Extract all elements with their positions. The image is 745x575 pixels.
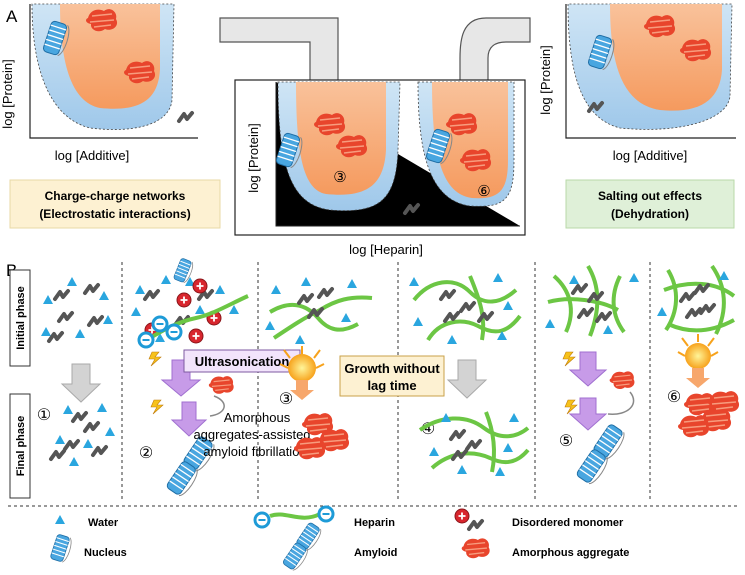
right-phase-plot: log [Protein] log [Additive] bbox=[538, 3, 736, 163]
initial-phase-label: Initial phase bbox=[9, 269, 31, 367]
charge-networks-box: Charge-charge networks (Electrostatic in… bbox=[9, 179, 221, 229]
legend-water-label: Water bbox=[88, 517, 119, 529]
condition-2-marker: ② bbox=[139, 445, 153, 462]
left-phase-plot: log [Protein] log [Additive] bbox=[0, 3, 198, 163]
right-plot-ylabel: log [Protein] bbox=[538, 45, 553, 114]
panel-a-letter: A bbox=[6, 7, 18, 26]
condition-1-marker: ① bbox=[37, 407, 51, 424]
center-marker-1: ① bbox=[281, 209, 294, 226]
condition-6-marker: ⑥ bbox=[667, 389, 681, 406]
charge-networks-line2: (Electrostatic interactions) bbox=[39, 207, 190, 221]
salting-out-line2: (Dehydration) bbox=[611, 207, 689, 221]
condition-1-column: ① bbox=[37, 277, 115, 466]
condition-5-column: ⑤ bbox=[545, 264, 639, 487]
ultrasonication-label: Ultrasonication bbox=[183, 349, 301, 373]
charge-networks-line1: Charge-charge networks bbox=[45, 189, 186, 203]
legend-nucleus-label: Nucleus bbox=[84, 547, 127, 559]
center-phase-plot: log [Protein] log [Heparin] ① ② ③ ④ ⑤ ⑥ bbox=[234, 79, 526, 257]
left-plot-xlabel: log [Additive] bbox=[55, 148, 129, 163]
condition-5-marker: ⑤ bbox=[559, 433, 573, 450]
center-marker-5: ⑤ bbox=[435, 196, 448, 213]
center-marker-2: ② bbox=[283, 184, 296, 201]
growth-label: Growth without lag time bbox=[339, 355, 445, 397]
condition-3-marker: ③ bbox=[279, 391, 293, 408]
legend-amyloid-label: Amyloid bbox=[354, 547, 397, 559]
center-marker-6: ⑥ bbox=[477, 183, 490, 200]
legend-aggregate-label: Amorphous aggregate bbox=[512, 547, 629, 559]
center-plot-xlabel: log [Heparin] bbox=[349, 242, 423, 257]
initial-phase-text: Initial phase bbox=[15, 286, 27, 350]
legend: Water Nucleus Heparin Amyloid Disordered… bbox=[49, 505, 629, 573]
condition-2-column: ② bbox=[131, 257, 249, 499]
left-plot-ylabel: log [Protein] bbox=[0, 59, 15, 128]
condition-3-column: ③ bbox=[265, 277, 373, 461]
assist-line1: Amorphous bbox=[224, 410, 291, 425]
assist-line3: amyloid fibrillation bbox=[203, 444, 306, 459]
condition-4-column: ④ bbox=[409, 273, 530, 476]
amorphous-assisted-caption: Amorphous aggregates-assisted amyloid fi… bbox=[193, 410, 310, 459]
condition-6-column: ⑥ bbox=[657, 264, 740, 439]
right-plot-xlabel: log [Additive] bbox=[613, 148, 687, 163]
assist-line2: aggregates-assisted bbox=[193, 427, 310, 442]
center-marker-4: ④ bbox=[407, 173, 420, 190]
legend-monomer-label: Disordered monomer bbox=[512, 517, 624, 529]
center-marker-3: ③ bbox=[333, 169, 346, 186]
growth-line2: lag time bbox=[367, 378, 416, 393]
ultrasonication-text: Ultrasonication bbox=[195, 354, 290, 369]
legend-water-icon bbox=[55, 515, 65, 524]
center-plot-ylabel: log [Protein] bbox=[246, 123, 261, 192]
growth-line1: Growth without bbox=[344, 361, 440, 376]
salting-out-box: Salting out effects (Dehydration) bbox=[565, 179, 735, 229]
salting-out-line1: Salting out effects bbox=[598, 189, 702, 203]
final-phase-text: Final phase bbox=[15, 416, 27, 477]
legend-heparin-label: Heparin bbox=[354, 517, 395, 529]
final-phase-label: Final phase bbox=[9, 393, 31, 499]
